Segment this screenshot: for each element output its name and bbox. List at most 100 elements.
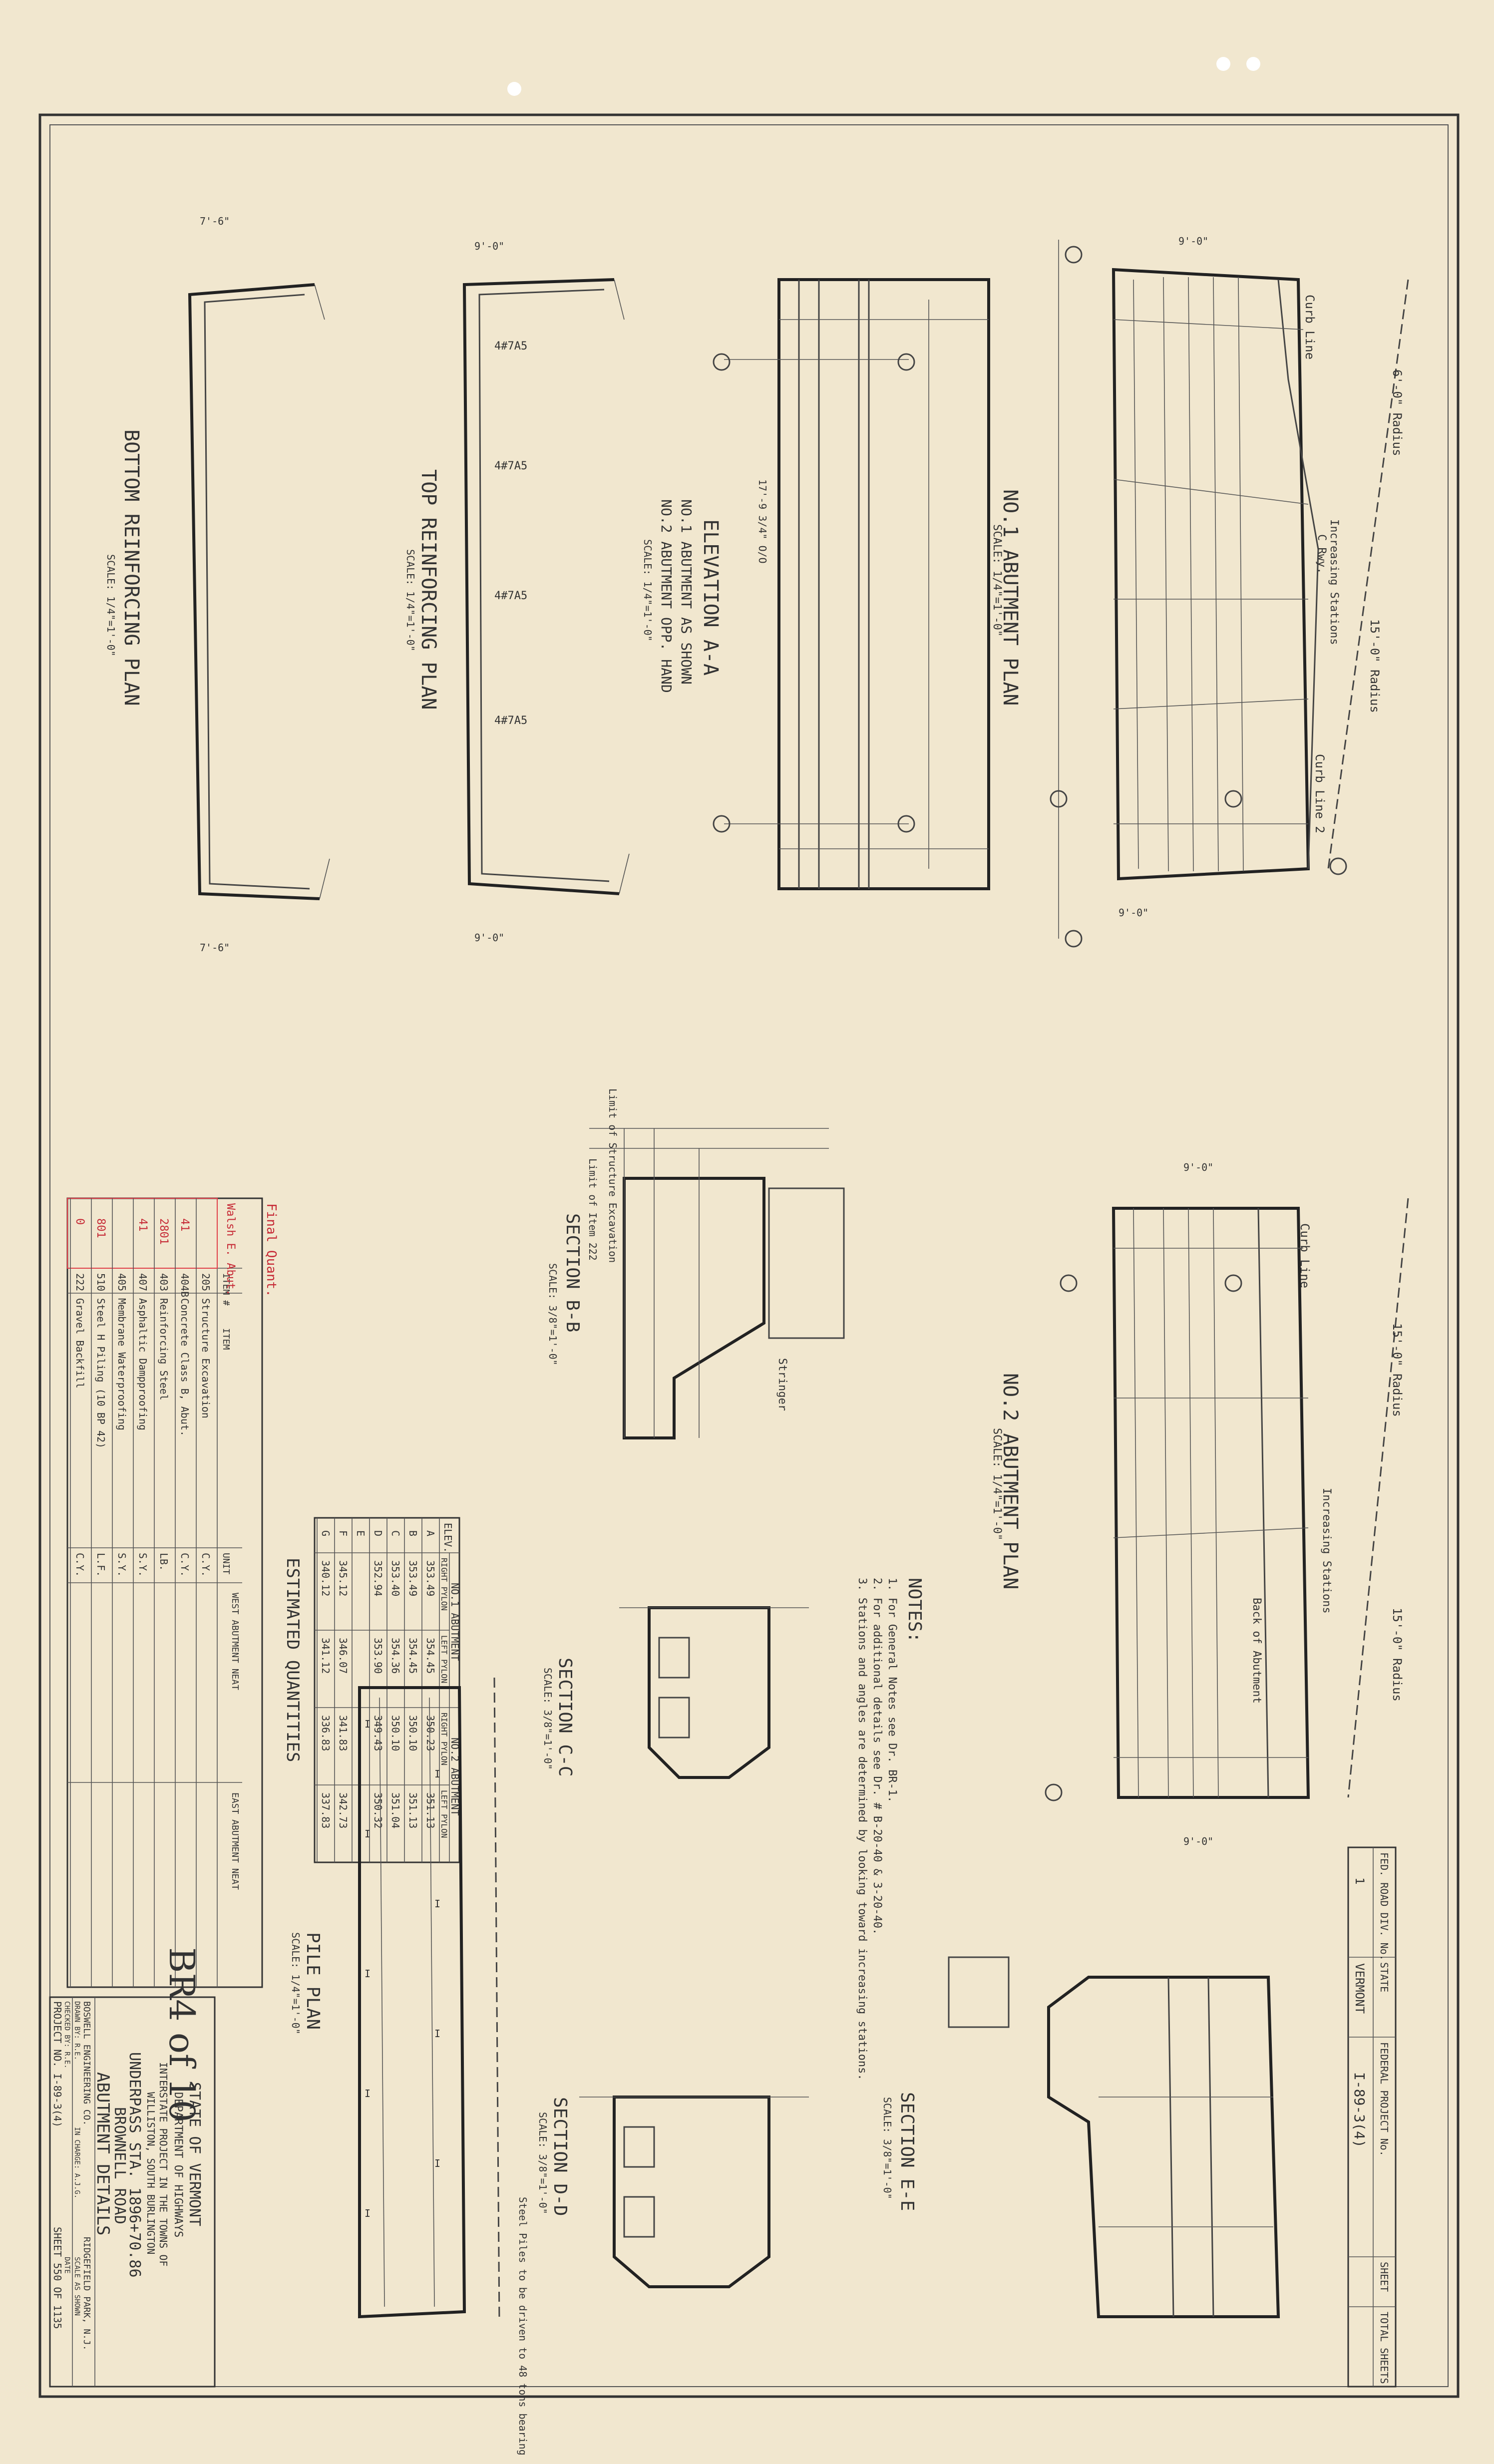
section-bb-scale: SCALE: 3/8"=1'-0" bbox=[547, 1263, 559, 1366]
increasing-stations-label: Increasing Stations bbox=[1320, 1488, 1333, 1614]
elev-cell: 337.83 bbox=[320, 1792, 332, 1828]
section-ee-title: SECTION E-E bbox=[897, 2092, 917, 2211]
note-item: 2. For additional details see Dr. # B-20… bbox=[871, 1578, 883, 1935]
svg-text:I: I bbox=[365, 1718, 371, 1730]
header-value: I-89-3(4) bbox=[1351, 2072, 1368, 2148]
svg-text:I: I bbox=[365, 2207, 371, 2219]
header-label: SHEET bbox=[1378, 2262, 1390, 2292]
elev-group: NO.1 ABUTMENT bbox=[449, 1583, 461, 1661]
qty-cell: C.Y. bbox=[74, 1553, 86, 1577]
section-cc-title: SECTION C-C bbox=[555, 1658, 575, 1776]
section-cc: SECTION C-C SCALE: 3/8"=1'-0" bbox=[542, 1606, 809, 1779]
final-quant-cell: 2801 bbox=[157, 1218, 170, 1245]
title-checked-by: CHECKED BY: R.E. bbox=[63, 2001, 71, 2069]
limit-structure-label: Limit of Structure Excavation bbox=[607, 1088, 619, 1263]
svg-text:9'-0": 9'-0" bbox=[1183, 1835, 1213, 1847]
section-dd-title: SECTION D-D bbox=[550, 2097, 570, 2216]
title-engineer-location: RIDGEFIELD PARK, N.J. bbox=[81, 2237, 92, 2351]
title-date: DATE bbox=[63, 2257, 71, 2274]
qty-cell: C.Y. bbox=[200, 1553, 212, 1577]
note-item: 1. For General Notes see Dr. BR-1. bbox=[886, 1578, 898, 1802]
elev-cell: 350.32 bbox=[372, 1792, 384, 1828]
no1-plan-title: NO.1 ABUTMENT PLAN bbox=[999, 489, 1022, 705]
elevation-note: NO.2 ABUTMENT OPP. HAND bbox=[658, 499, 675, 693]
quantities-table: ESTIMATED QUANTITIES ITEM # ITEM UNIT WE… bbox=[66, 1197, 303, 1988]
qty-cell: 205 bbox=[200, 1273, 212, 1291]
svg-text:4#7A5: 4#7A5 bbox=[494, 340, 527, 352]
svg-text:I: I bbox=[434, 2157, 440, 2169]
qty-cell: S.Y. bbox=[116, 1553, 128, 1577]
elev-cell: 353.90 bbox=[372, 1638, 384, 1674]
elev-subcol: LEFT PYLON bbox=[439, 1790, 449, 1838]
elev-row-label: D bbox=[372, 1530, 384, 1536]
no1-plan-scale: SCALE: 1/4"=1'-0" bbox=[991, 524, 1003, 637]
svg-text:9'-0": 9'-0" bbox=[1119, 907, 1148, 919]
header-label: STATE bbox=[1378, 1962, 1390, 1992]
qty-col: ITEM bbox=[221, 1328, 231, 1350]
title-engineer: BOSWELL ENGINEERING CO. bbox=[81, 2001, 92, 2125]
elev-cell: 349.43 bbox=[372, 1715, 384, 1751]
title-state: STATE OF VERMONT bbox=[186, 2082, 203, 2226]
elev-cell: 346.07 bbox=[337, 1638, 349, 1674]
elevation-title: ELEVATION A-A bbox=[699, 519, 722, 676]
final-quant-cell: 41 bbox=[178, 1218, 191, 1232]
punch-hole bbox=[1246, 57, 1260, 71]
header-label: FEDERAL PROJECT No. bbox=[1378, 2042, 1390, 2156]
elev-cell: 341.12 bbox=[320, 1638, 332, 1674]
cl-rwy-label: C Rwy. bbox=[1315, 534, 1328, 574]
elevation-scale: SCALE: 1/4"=1'-0" bbox=[642, 539, 654, 642]
svg-text:I: I bbox=[365, 2088, 371, 2100]
header-label: FED. ROAD DIV. No. bbox=[1378, 1852, 1390, 1961]
svg-text:9'-0": 9'-0" bbox=[1178, 235, 1208, 247]
back-of-abutment-label: Back of Abutment bbox=[1250, 1598, 1263, 1704]
svg-text:4#7A5: 4#7A5 bbox=[494, 714, 527, 727]
elev-subcol: RIGHT PYLON bbox=[439, 1558, 449, 1611]
qty-col: UNIT bbox=[221, 1553, 231, 1575]
title-sheet-no: SHEET 550 OF 1135 bbox=[51, 2227, 63, 2329]
notes-block: NOTES: 1. For General Notes see Dr. BR-1… bbox=[856, 1578, 925, 2081]
border-inner bbox=[49, 124, 1449, 2387]
qty-cell: 405 bbox=[116, 1273, 128, 1291]
radius-label: 15'-0" Radius bbox=[1390, 1608, 1404, 1702]
title-towns: WILLISTON, SOUTH BURLINGTON bbox=[145, 2092, 157, 2254]
qty-cell: Gravel Backfill bbox=[74, 1298, 86, 1389]
no1-abutment-plan: NO.1 ABUTMENT PLAN SCALE: 1/4"=1'-0" Cur… bbox=[991, 235, 1409, 948]
elev-cell: 350.10 bbox=[407, 1715, 419, 1751]
title-project-no: PROJECT NO. I-89-3(4) bbox=[51, 2001, 63, 2127]
svg-text:7'-6": 7'-6" bbox=[200, 215, 230, 227]
qty-cell: 222 bbox=[74, 1273, 86, 1291]
elev-row-label: F bbox=[337, 1530, 349, 1536]
title-in-charge: IN CHARGE: A.J.G. bbox=[73, 2127, 81, 2198]
header-value: 1 bbox=[1353, 1877, 1367, 1884]
handwritten-sheet-ref: BR4 of 10 bbox=[161, 1947, 202, 2122]
elev-header: ELEV. bbox=[442, 1523, 454, 1553]
stringer-label: Stringer bbox=[776, 1358, 788, 1411]
svg-text:4#7A5: 4#7A5 bbox=[494, 590, 527, 602]
qty-cell: 510 bbox=[95, 1273, 107, 1291]
elev-cell: 354.36 bbox=[389, 1638, 401, 1674]
qty-cell: C.Y. bbox=[179, 1553, 191, 1577]
elev-cell: 352.94 bbox=[372, 1560, 384, 1596]
section-bb-title: SECTION B-B bbox=[562, 1213, 583, 1332]
header-value: VERMONT bbox=[1353, 1963, 1367, 2014]
elev-cell: 351.13 bbox=[407, 1792, 419, 1828]
radius-label: 15'-0" Radius bbox=[1390, 1323, 1404, 1417]
svg-text:I: I bbox=[434, 2028, 440, 2040]
bottom-reinforcing-plan: BOTTOM REINFORCING PLAN SCALE: 1/4"=1'-0… bbox=[105, 215, 330, 954]
elev-row-label: E bbox=[355, 1530, 367, 1536]
no2-abutment-plan: NO.2 ABUTMENT PLAN SCALE: 1/4"=1'-0" Cur… bbox=[991, 1161, 1409, 1847]
final-quant-cell: 41 bbox=[136, 1218, 149, 1232]
elev-cell: 342.73 bbox=[337, 1792, 349, 1828]
notes-heading: NOTES: bbox=[904, 1578, 925, 1643]
elev-row-label: G bbox=[320, 1530, 332, 1536]
title-scale: SCALE AS SHOWN bbox=[73, 2257, 81, 2316]
final-quant-cell: 0 bbox=[73, 1218, 86, 1225]
elev-cell: 350.10 bbox=[389, 1715, 401, 1751]
curb-line-label: Curb Line bbox=[1298, 1223, 1312, 1288]
section-dd: SECTION D-D SCALE: 3/8"=1'-0" bbox=[537, 2096, 809, 2288]
elevation-aa: ELEVATION A-A NO.1 ABUTMENT AS SHOWN NO.… bbox=[642, 278, 990, 890]
svg-text:9'-0": 9'-0" bbox=[474, 240, 504, 252]
header-label: TOTAL SHEETS bbox=[1378, 2312, 1390, 2384]
elev-cell: 353.49 bbox=[407, 1560, 419, 1596]
punch-hole bbox=[1216, 57, 1230, 71]
